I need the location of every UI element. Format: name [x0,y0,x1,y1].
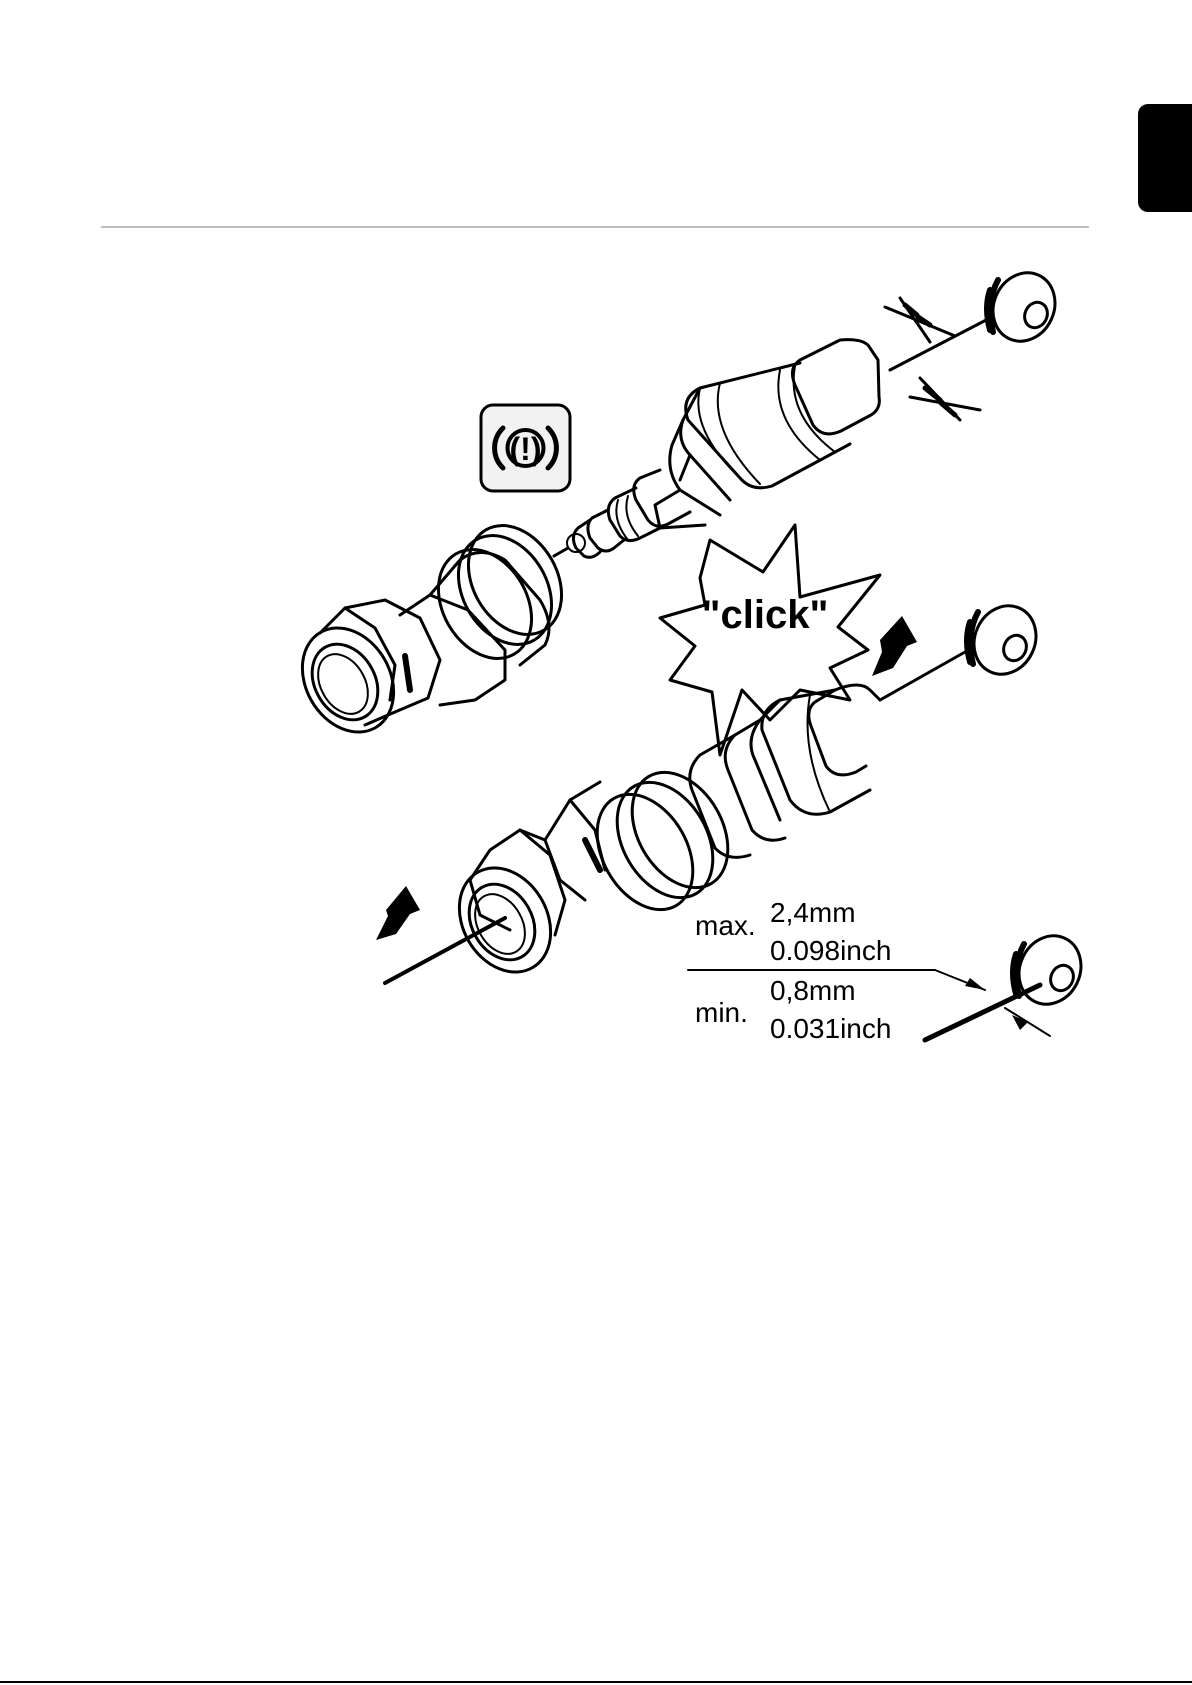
max-label: max. [695,910,756,941]
click-burst: "click" [660,525,880,755]
no-pinch-icon [885,298,980,420]
pull-arrow-icon [376,886,420,940]
brake-warning-icon: (!) [481,405,570,491]
min-inch-value: 0.031inch [770,1013,891,1044]
wire-spool-icon [982,263,1066,352]
max-mm-value: 2,4mm [770,897,856,928]
min-mm-value: 0,8mm [770,975,856,1006]
wire-spool-icon [963,596,1047,685]
warning-symbol: (!) [510,431,542,467]
max-inch-value: 0.098inch [770,935,891,966]
wire-spool-icon [1008,926,1092,1015]
upper-connector [554,340,879,558]
wire-diameter-dimension: max. 2,4mm 0.098inch min. 0,8mm 0.031inc… [688,897,1050,1044]
click-label: "click" [702,593,829,637]
push-arrow-icon [872,616,917,676]
min-label: min. [695,997,748,1028]
footer-rule [0,1681,1192,1683]
left-coupling [284,509,580,749]
